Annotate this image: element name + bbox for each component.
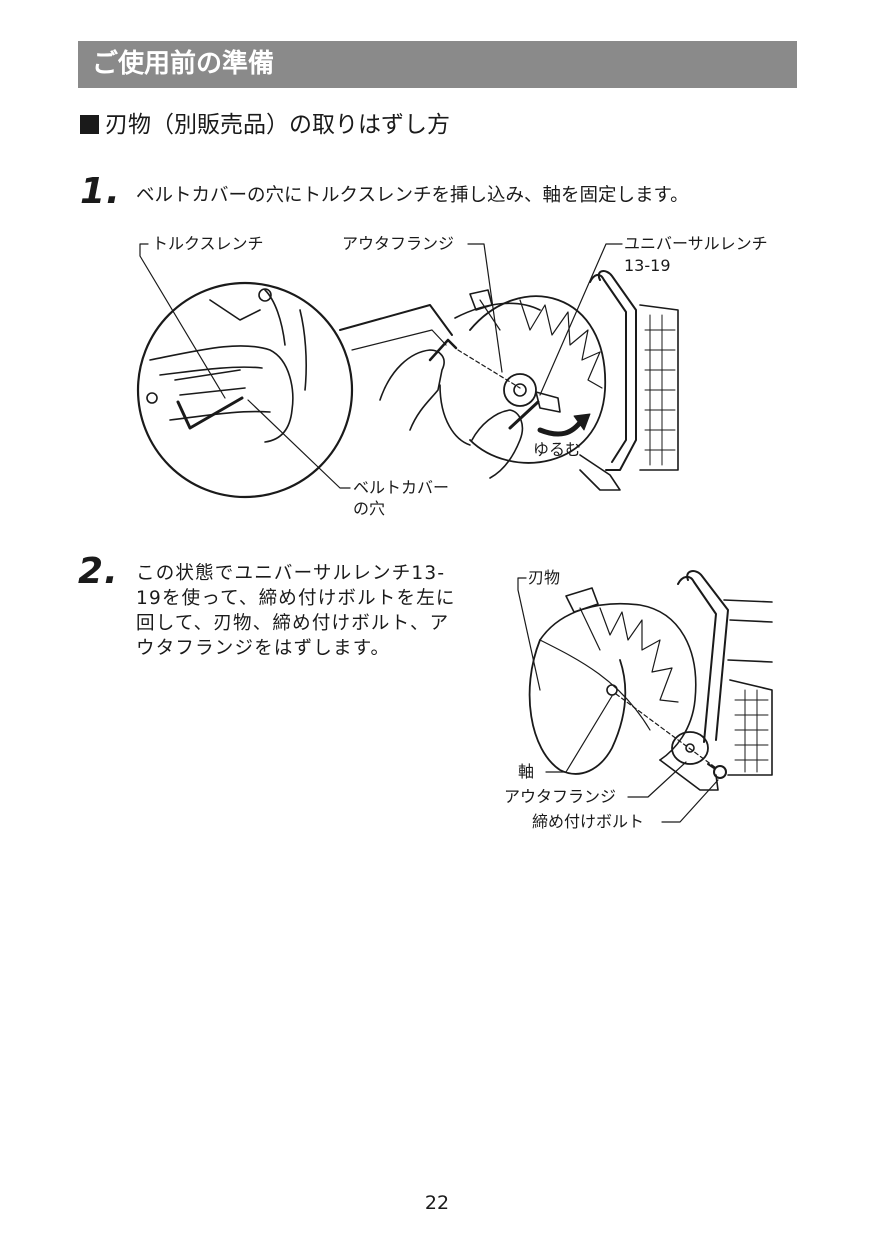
square-bullet-icon (80, 115, 99, 134)
callout-universal-wrench: ユニバーサルレンチ (624, 234, 768, 253)
section-heading-text: 刃物（別販売品）の取りはずし方 (105, 112, 450, 138)
callout-blade: 刃物 (528, 568, 561, 587)
page-title: ご使用前の準備 (78, 41, 797, 88)
callout-outer-flange-2: アウタフランジ (504, 787, 617, 806)
step-1-text: ベルトカバーの穴にトルクスレンチを挿し込み、軸を固定します。 (136, 185, 689, 206)
step-2-number: 2. (78, 551, 119, 592)
figure-2-illustration (517, 570, 773, 823)
callout-shaft: 軸 (518, 762, 535, 781)
section-heading: 刃物（別販売品）の取りはずし方 (80, 110, 450, 140)
callout-loosen: ゆるむ (533, 440, 582, 459)
callout-bolt: 締め付けボルト (532, 812, 645, 831)
step-2-text: この状態でユニバーサルレンチ13-19を使って、締め付けボルトを左に回して、刃物… (136, 563, 456, 659)
callout-universal-wrench-size: 13-19 (624, 256, 671, 275)
callout-outer-flange: アウタフランジ (342, 234, 455, 253)
callout-belt-cover-hole-line2: の穴 (353, 499, 386, 518)
step-1-number: 1. (80, 171, 121, 212)
page-number: 22 (424, 1192, 450, 1214)
figure-1-illustration (136, 243, 679, 499)
callout-torx-wrench: トルクスレンチ (152, 234, 264, 253)
callout-belt-cover-hole-line1: ベルトカバー (353, 478, 450, 497)
